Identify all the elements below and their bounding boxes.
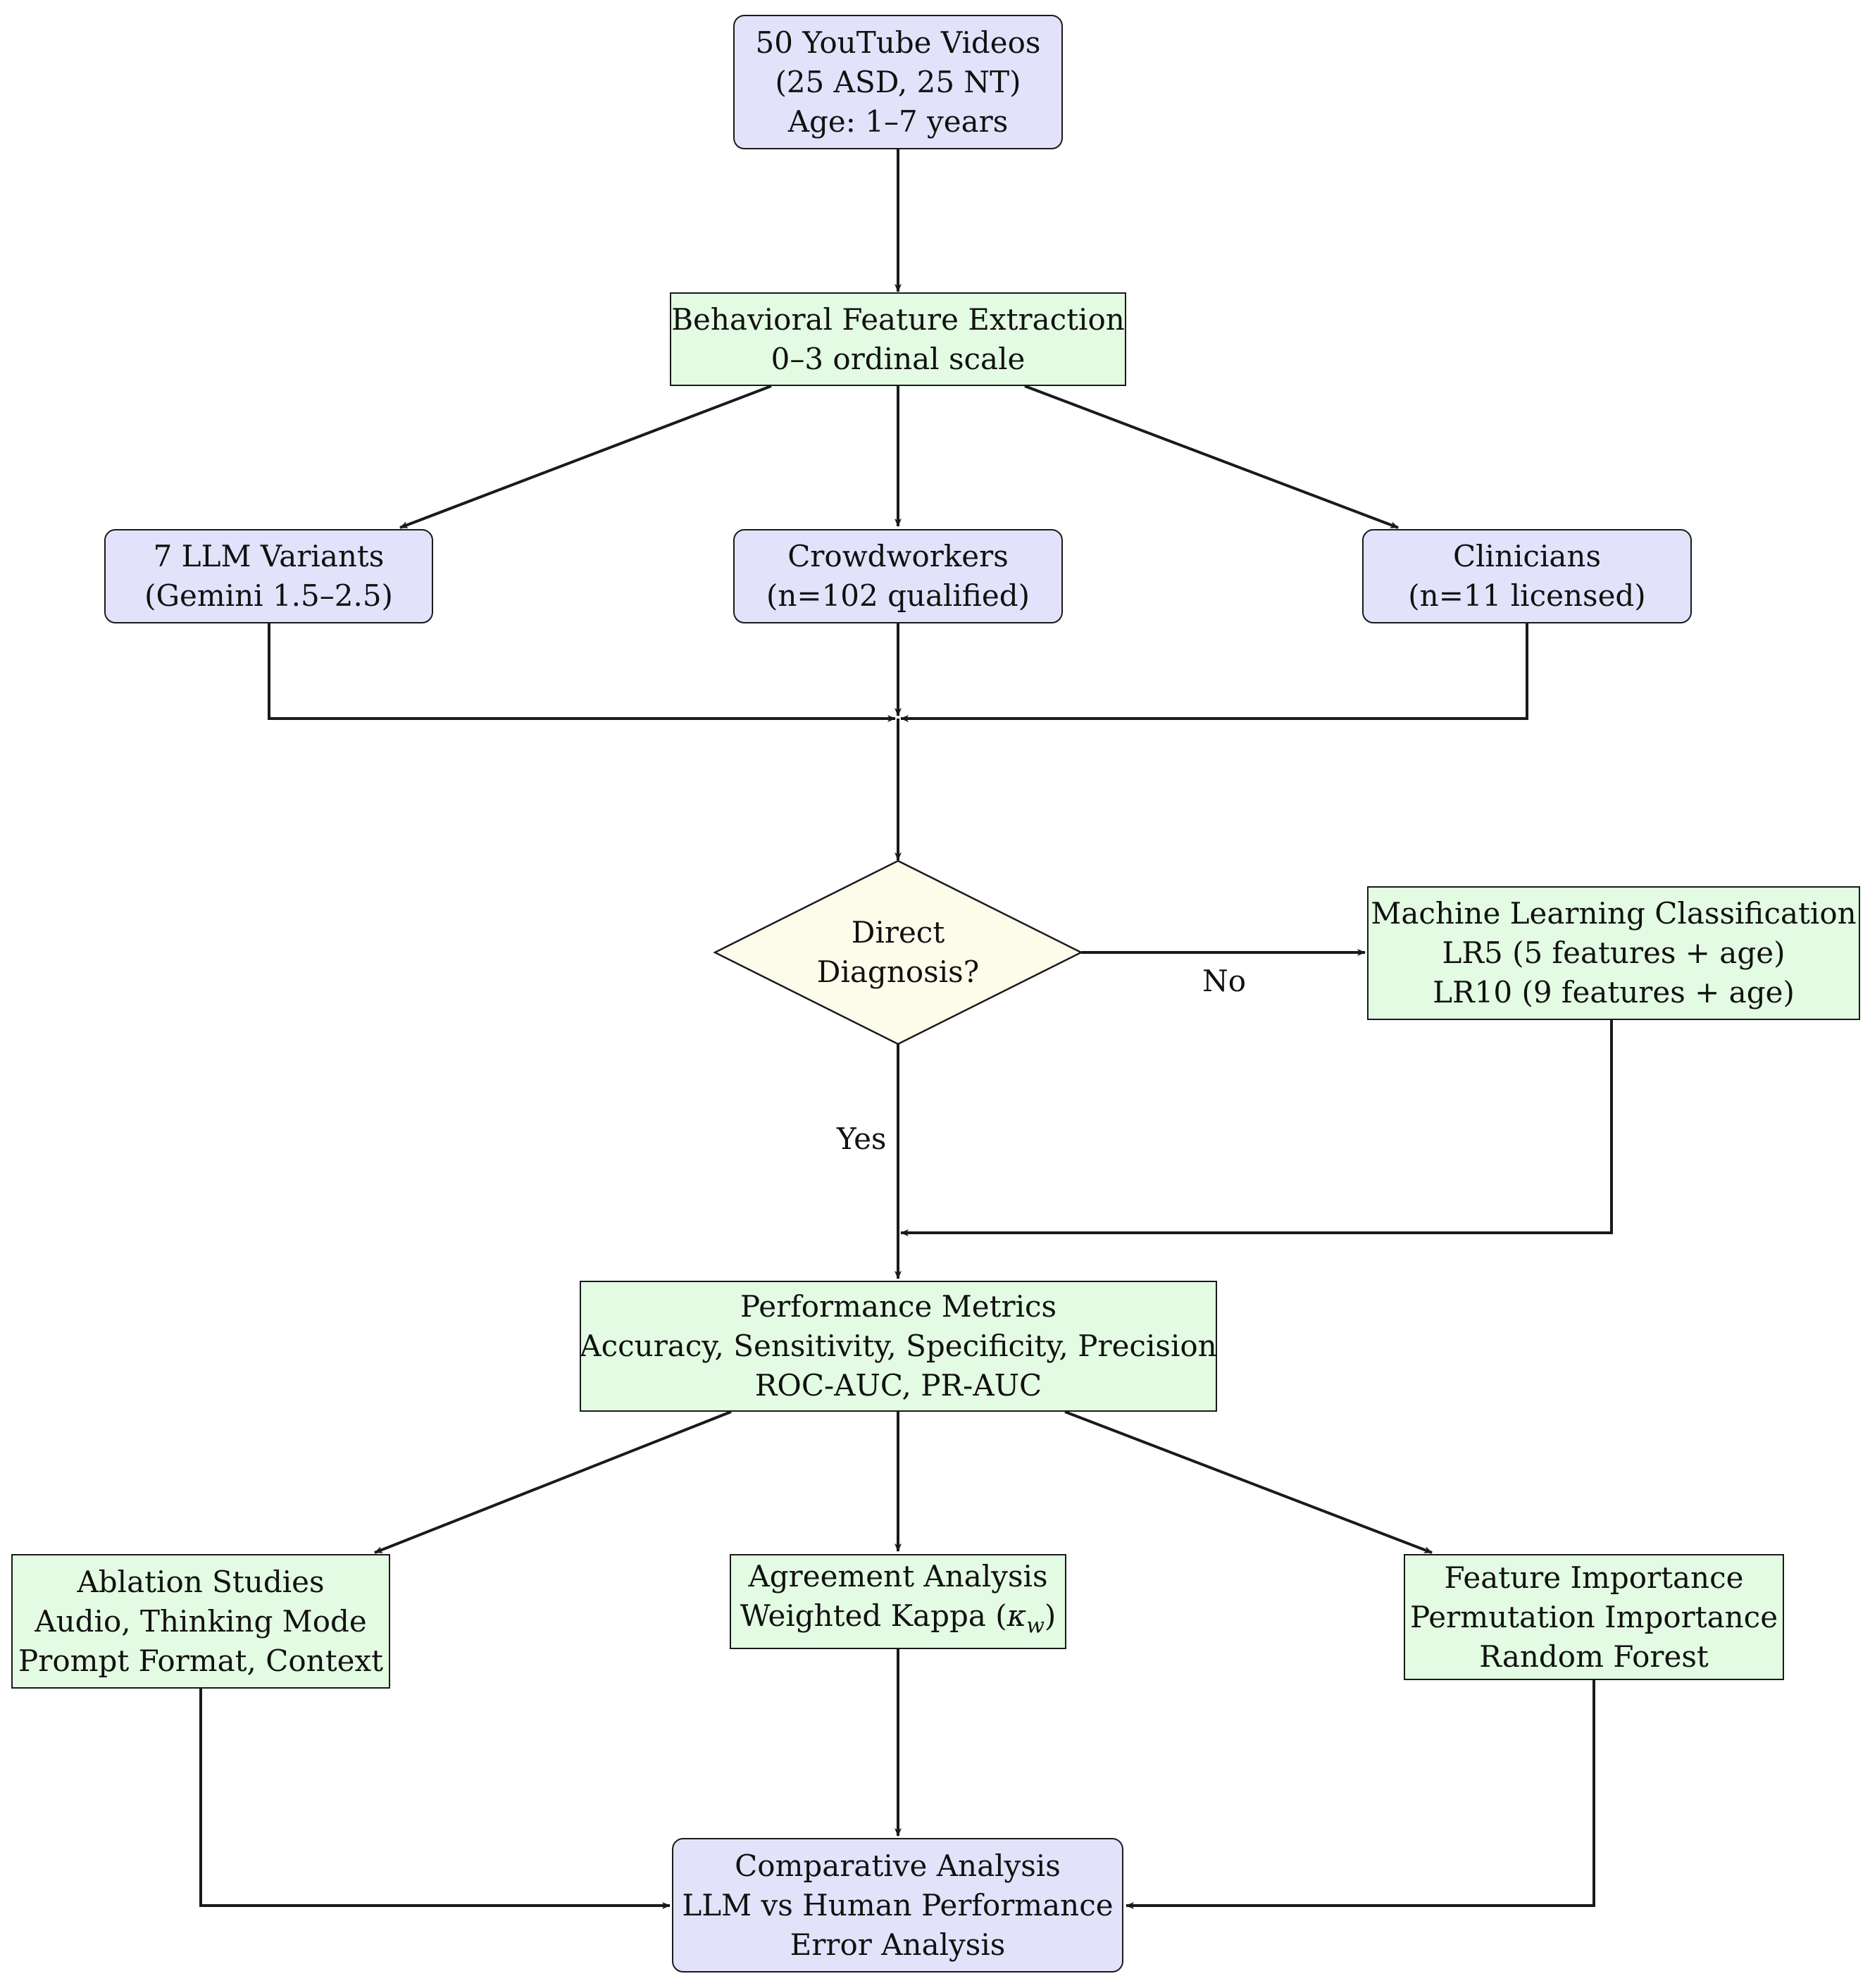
- decision-line-1: Direct: [851, 915, 945, 950]
- kappa-subscript: w: [1026, 1613, 1045, 1639]
- ablation-studies-line-1: Ablation Studies: [77, 1564, 325, 1599]
- performance-metrics-line-1: Performance Metrics: [740, 1289, 1057, 1324]
- comparative-analysis-node: Comparative Analysis LLM vs Human Perfor…: [672, 1838, 1123, 1973]
- feature-importance-line-3: Random Forest: [1479, 1639, 1709, 1674]
- clinicians-node: Clinicians (n=11 licensed): [1362, 529, 1692, 623]
- agreement-analysis-line-1: Agreement Analysis: [748, 1559, 1048, 1594]
- edge-metrics-to-feature-importance: [1064, 1410, 1433, 1554]
- kappa-prefix: Weighted Kappa (: [740, 1598, 1007, 1634]
- decision-line-2: Diagnosis?: [816, 955, 980, 989]
- edge-extraction-to-llm: [399, 385, 772, 529]
- performance-metrics-line-2: Accuracy, Sensitivity, Specificity, Prec…: [580, 1329, 1217, 1363]
- ablation-studies-node: Ablation Studies Audio, Thinking Mode Pr…: [11, 1554, 390, 1689]
- kappa-suffix: ): [1044, 1598, 1056, 1634]
- feature-extraction-line-2: 0–3 ordinal scale: [771, 341, 1026, 376]
- performance-metrics-node: Performance Metrics Accuracy, Sensitivit…: [580, 1281, 1217, 1412]
- youtube-videos-line-1: 50 YouTube Videos: [755, 25, 1041, 60]
- agreement-analysis-node: Agreement Analysis Weighted Kappa (κw): [730, 1554, 1066, 1649]
- edge-label-yes: Yes: [837, 1122, 887, 1156]
- performance-metrics-line-3: ROC-AUC, PR-AUC: [754, 1368, 1042, 1403]
- ablation-studies-line-2: Audio, Thinking Mode: [35, 1603, 367, 1639]
- crowdworkers-node: Crowdworkers (n=102 qualified): [733, 529, 1063, 623]
- comparative-analysis-line-3: Error Analysis: [790, 1927, 1006, 1962]
- llm-variants-node: 7 LLM Variants (Gemini 1.5–2.5): [104, 529, 433, 623]
- ablation-studies-line-3: Prompt Format, Context: [18, 1643, 383, 1678]
- ml-classification-node: Machine Learning Classification LR5 (5 f…: [1367, 886, 1860, 1020]
- edge-label-no: No: [1202, 964, 1247, 998]
- agreement-analysis-line-2: Weighted Kappa (κw): [740, 1596, 1056, 1646]
- youtube-videos-line-3: Age: 1–7 years: [787, 104, 1009, 139]
- edge-ablation-to-comparative: [199, 1689, 671, 1909]
- crowdworkers-line-2: (n=102 qualified): [766, 578, 1030, 613]
- feature-importance-line-1: Feature Importance: [1444, 1560, 1744, 1595]
- feature-importance-node: Feature Importance Permutation Importanc…: [1404, 1554, 1784, 1680]
- feature-importance-line-2: Permutation Importance: [1409, 1599, 1778, 1634]
- edge-ml-to-metrics: [900, 1020, 1613, 1236]
- feature-extraction-node: Behavioral Feature Extraction 0–3 ordina…: [670, 292, 1126, 386]
- ml-classification-line-1: Machine Learning Classification: [1371, 896, 1857, 931]
- llm-variants-line-2: (Gemini 1.5–2.5): [144, 578, 393, 613]
- youtube-videos-node: 50 YouTube Videos (25 ASD, 25 NT) Age: 1…: [733, 15, 1063, 149]
- edge-clinicians-to-merge: [900, 623, 1528, 722]
- edge-llm-to-merge: [268, 623, 896, 722]
- edge-feature-importance-to-comparative: [1126, 1680, 1595, 1909]
- decision-diamond: [713, 859, 1083, 1045]
- comparative-analysis-line-1: Comparative Analysis: [735, 1848, 1061, 1883]
- youtube-videos-line-2: (25 ASD, 25 NT): [775, 64, 1021, 99]
- crowdworkers-line-1: Crowdworkers: [787, 539, 1009, 573]
- clinicians-line-1: Clinicians: [1452, 539, 1602, 573]
- decision-label: Direct Diagnosis?: [771, 889, 1025, 1016]
- ml-classification-line-2: LR5 (5 features + age): [1442, 936, 1785, 970]
- edge-metrics-to-ablation: [374, 1410, 732, 1554]
- edge-extraction-to-clinicians: [1024, 385, 1399, 529]
- ml-classification-line-3: LR10 (9 features + age): [1433, 975, 1795, 1009]
- feature-extraction-line-1: Behavioral Feature Extraction: [671, 302, 1125, 337]
- kappa-symbol: κ: [1006, 1598, 1027, 1634]
- comparative-analysis-line-2: LLM vs Human Performance: [682, 1887, 1114, 1922]
- clinicians-line-2: (n=11 licensed): [1408, 578, 1646, 613]
- llm-variants-line-1: 7 LLM Variants: [153, 539, 385, 573]
